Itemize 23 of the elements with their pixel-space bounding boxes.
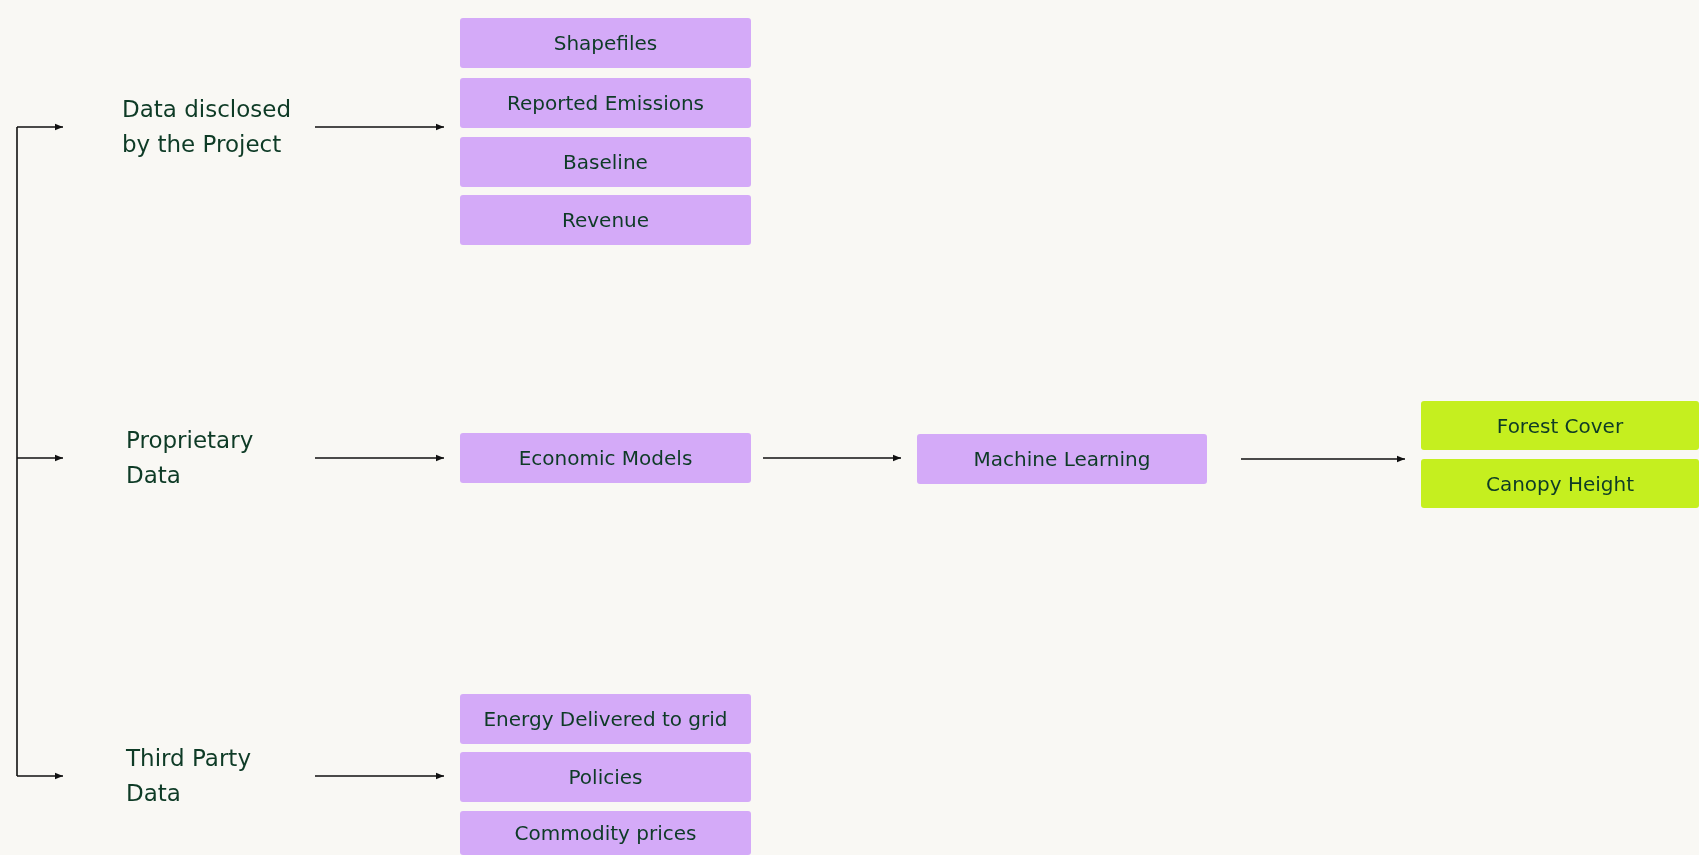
arrow xyxy=(314,454,445,462)
data-box: Machine Learning xyxy=(917,434,1207,484)
data-box: Policies xyxy=(460,752,751,802)
arrow xyxy=(762,454,902,462)
data-box: Forest Cover xyxy=(1421,401,1699,450)
data-box: Commodity prices xyxy=(460,811,751,855)
data-box: Revenue xyxy=(460,195,751,245)
arrow xyxy=(314,123,445,131)
arrow xyxy=(16,772,64,780)
data-box: Baseline xyxy=(460,137,751,187)
data-box: Energy Delivered to grid xyxy=(460,694,751,744)
source-label: Data disclosed by the Project xyxy=(122,95,293,159)
data-box: Shapefiles xyxy=(460,18,751,68)
arrow xyxy=(16,454,64,462)
arrow xyxy=(1240,455,1406,463)
arrow xyxy=(16,123,64,131)
data-box: Canopy Height xyxy=(1421,459,1699,508)
source-label: Proprietary Data xyxy=(126,426,255,490)
bracket-line xyxy=(16,126,18,777)
source-label: Third Party Data xyxy=(126,744,252,808)
data-box: Reported Emissions xyxy=(460,78,751,128)
data-box: Economic Models xyxy=(460,433,751,483)
arrow xyxy=(314,772,445,780)
